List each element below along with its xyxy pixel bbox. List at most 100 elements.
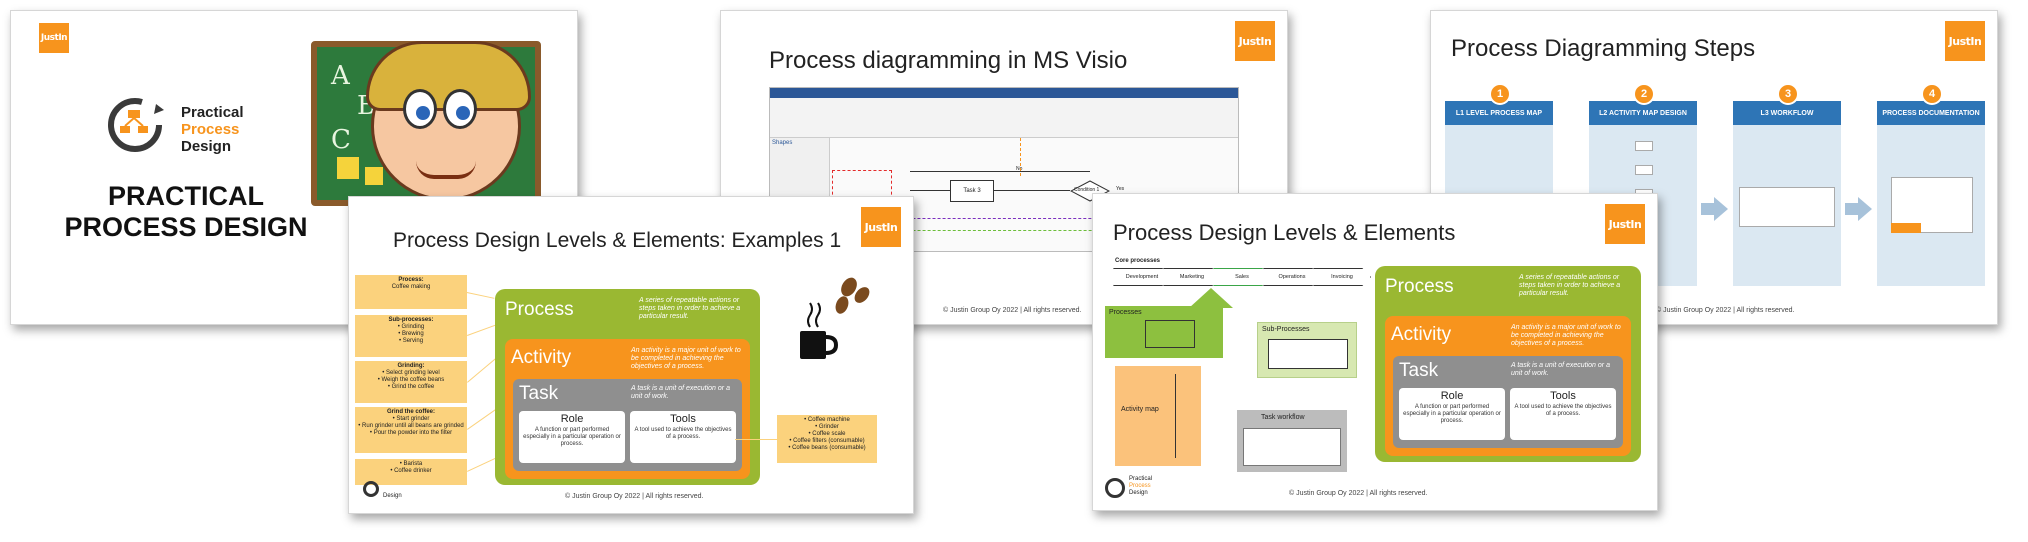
arrow-right-icon [1858,197,1872,221]
connector-dashed [1020,138,1021,176]
role-title: Role [560,413,584,425]
tools-card: Tools A tool used to achieve the objecti… [1510,388,1616,440]
small-logo-icon [363,481,379,497]
title-line-1: PRACTICAL [108,181,264,211]
note-grinding: Grinding: • Select grinding level • Weig… [355,361,467,403]
note-head: Process: [398,277,424,283]
note-line: • Coffee scale [808,431,846,437]
role-desc: A function or part performed especially … [523,427,621,447]
task-desc: A task is a unit of execution or a unit … [1511,362,1610,377]
note-line: • Barista [399,461,423,467]
activity-desc: An activity is a major unit of work to b… [1511,324,1621,347]
note-line: • Select grinding level [382,370,440,376]
visio-title-bar [770,88,1238,98]
activity-level: Activity An activity is a major unit of … [505,339,750,479]
slide-title-text: Process Design Levels & Elements [1113,220,1456,245]
tools-card: Tools A tool used to achieve the objecti… [630,411,736,463]
logo-line-1: Practical [181,104,244,121]
slide-footer: © Justin Group Oy 2022 | All rights rese… [943,307,1082,314]
step-card-4: 4 PROCESS DOCUMENTATION [1877,83,1985,286]
activity-level: Activity An activity is a major unit of … [1385,316,1631,456]
slide-levels-examples: JustIn Process Design Levels & Elements:… [348,196,914,514]
subprocess-box [1268,339,1348,369]
activity-map-panel: Activity map [1115,366,1201,466]
chevron-marketing: Marketing [1163,268,1221,286]
step-number: 1 [1489,83,1511,105]
coffee-icon [800,277,870,359]
connector-dashed [832,230,1152,231]
note-line: • Serving [398,338,424,344]
activity-desc: An activity is a major unit of work to b… [631,347,741,370]
task-level: Task A task is a unit of execution or a … [1393,356,1623,448]
connector [467,324,496,336]
processes-panel: Processes [1105,306,1223,358]
process-level: Process A series of repeatable actions o… [1375,266,1641,462]
no-label: No [1016,166,1023,172]
board-letter-a: A [331,61,350,91]
role-card: Role A function or part performed especi… [519,411,625,463]
chevron-development: Development [1113,268,1171,286]
note-tools: • Coffee machine • Grinder • Coffee scal… [777,415,877,463]
mini-workflow-table [1739,187,1835,227]
connector [910,171,1090,172]
process-title: Process [1385,276,1454,297]
note-line: • Coffee machine [804,417,850,423]
note-line: • Grinding [397,324,425,330]
note-process: Process: Coffee making [355,275,467,309]
justin-badge: JustIn [1945,21,1985,61]
role-desc: A function or part performed especially … [1403,404,1501,424]
slide-footer: © Justin Group Oy 2022 | All rights rese… [1289,490,1428,497]
process-level: Process A series of repeatable actions o… [495,289,760,485]
connector-dashed [832,218,1222,219]
process-desc: A series of repeatable actions or steps … [639,297,741,320]
note-line: • Weigh the coffee beans [377,377,445,383]
sticky-note-icon [365,167,383,185]
arrow-right-icon [1714,197,1728,221]
note-line: • Grinder [815,424,839,430]
role-title: Role [1440,390,1464,402]
logo-line-2: Process [181,121,240,138]
step-number: 2 [1633,83,1655,105]
activity-title: Activity [1391,324,1452,345]
task-title: Task [1399,360,1439,381]
title-line-2: PROCESS DESIGN [64,212,308,242]
task-workflow-table [1243,428,1341,466]
justin-badge: JustIn [861,207,901,247]
note-line: • Pour the powder into the filter [369,430,453,436]
justin-badge: JustIn [1235,21,1275,61]
note-line: • Start grinder [392,416,430,422]
step-number: 3 [1777,83,1799,105]
process-logo-icon [108,98,164,152]
task-title: Task [519,383,559,404]
character-eye-icon [403,89,437,129]
activity-map-label: Activity map [1121,406,1159,413]
note-head: Sub-processes: [388,317,434,323]
task-workflow-label: Task workflow [1261,414,1305,421]
task-workflow-panel: Task workflow [1237,410,1347,472]
logo-text: Practical Process Design [181,104,244,155]
logo-line-1: Practical [1129,476,1153,482]
note-line: • Run grinder until all beans are grinde… [358,423,464,429]
note-head: Grinding: [397,363,425,369]
role-card: Role A function or part performed especi… [1399,388,1505,440]
note-roles: • Barista • Coffee drinker [355,459,467,485]
connector [994,190,1070,191]
step-label: PROCESS DOCUMENTATION [1877,101,1985,125]
note-line: • Grind the coffee [387,384,435,390]
note-line: • Coffee beans (consumable) [788,445,866,451]
core-processes-label: Core processes [1115,258,1161,264]
tools-title: Tools [1550,390,1576,402]
note-line: • Brewing [398,331,424,337]
subprocesses-panel: Sub-Processes [1257,322,1357,378]
processes-label: Processes [1109,309,1142,316]
mini-doc-accent [1891,223,1921,233]
note-line: • Coffee filters (consumable) [789,438,865,444]
subprocesses-label: Sub-Processes [1262,326,1310,333]
tools-desc: A tool used to achieve the objectives of… [1514,404,1612,417]
step-label: L1 LEVEL PROCESS MAP [1445,101,1553,125]
connector [466,292,495,299]
process-title: Process [505,299,574,320]
justin-badge: JustIn [1605,204,1645,244]
note-head: Grind the coffee: [386,409,435,415]
tools-desc: A tool used to achieve the objectives of… [634,427,732,440]
